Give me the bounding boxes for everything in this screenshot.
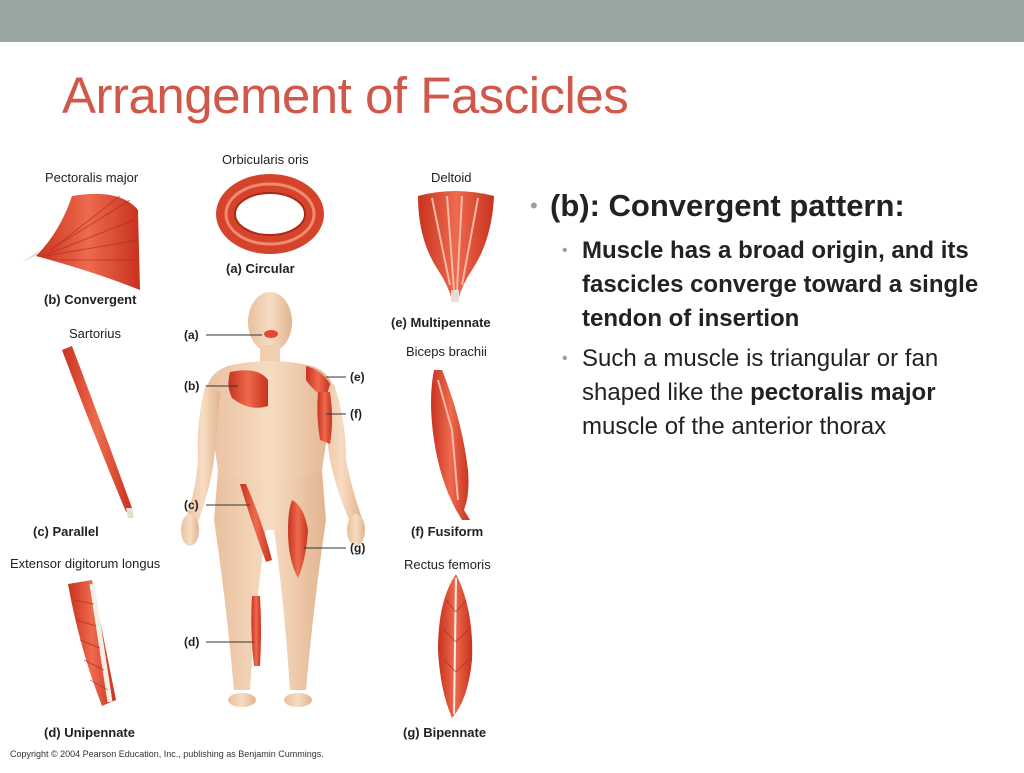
key-b: (b) (184, 379, 200, 393)
label-biceps-brachii: Biceps brachii (406, 344, 487, 359)
bullet-sub-2: • Such a muscle is triangular or fan sha… (528, 342, 998, 444)
label-extensor-digitorum-longus: Extensor digitorum longus (10, 556, 161, 571)
key-a: (a) (184, 328, 199, 342)
human-body-illustration (181, 292, 365, 707)
copyright-note: Copyright © 2004 Pearson Education, Inc.… (10, 749, 324, 759)
bullet-dot: • (530, 193, 538, 218)
bullet-sub-2-post: muscle of the anterior thorax (582, 413, 887, 440)
fascicle-figure: Pectoralis major Orbicularis oris Deltoi… (0, 140, 530, 768)
top-bar (0, 0, 1024, 42)
bullet-dot: • (562, 350, 568, 367)
label-deltoid: Deltoid (431, 170, 472, 185)
key-f: (f) (350, 407, 362, 421)
bullet-sub-1: • Muscle has a broad origin, and its fas… (528, 234, 998, 336)
caption-multipennate: (e) Multipennate (391, 315, 491, 330)
label-pectoralis-major: Pectoralis major (45, 170, 139, 185)
rectus-femoris-illustration (438, 574, 473, 718)
label-orbicularis-oris: Orbicularis oris (222, 152, 309, 167)
caption-fusiform: (f) Fusiform (411, 524, 484, 539)
leader-lines (206, 334, 346, 643)
muscle-illustration (22, 174, 494, 718)
label-sartorius: Sartorius (69, 326, 122, 341)
caption-unipennate: (d) Unipennate (44, 725, 135, 740)
bullet-dot: • (562, 242, 568, 259)
slide-title: Arrangement of Fascicles (62, 67, 629, 124)
sartorius-illustration (62, 346, 134, 518)
key-c: (c) (184, 498, 199, 512)
key-e: (e) (350, 370, 365, 384)
bullet-sub-1-text: Muscle has a broad origin, and its fasci… (582, 237, 979, 332)
biceps-brachii-illustration (431, 370, 470, 520)
bullet-sub-2-pre: Such a muscle is triangular or fan shape… (582, 345, 939, 406)
deltoid-illustration (418, 191, 494, 302)
bullet-sub-2-bold: pectoralis major (750, 379, 936, 406)
pectoralis-major-illustration (22, 193, 140, 290)
bullet-main: • (b): Convergent pattern: (528, 186, 998, 226)
extensor-digitorum-illustration (68, 580, 116, 706)
key-d: (d) (184, 635, 200, 649)
caption-parallel: (c) Parallel (33, 524, 99, 539)
orbicularis-oris-illustration (216, 174, 324, 254)
caption-circular: (a) Circular (226, 261, 295, 276)
bullet-main-text: (b): Convergent pattern: (550, 188, 905, 223)
caption-convergent: (b) Convergent (44, 292, 137, 307)
key-g: (g) (350, 541, 366, 555)
label-rectus-femoris: Rectus femoris (404, 557, 491, 572)
caption-bipennate: (g) Bipennate (403, 725, 487, 740)
bullet-list: • (b): Convergent pattern: • Muscle has … (528, 186, 998, 450)
